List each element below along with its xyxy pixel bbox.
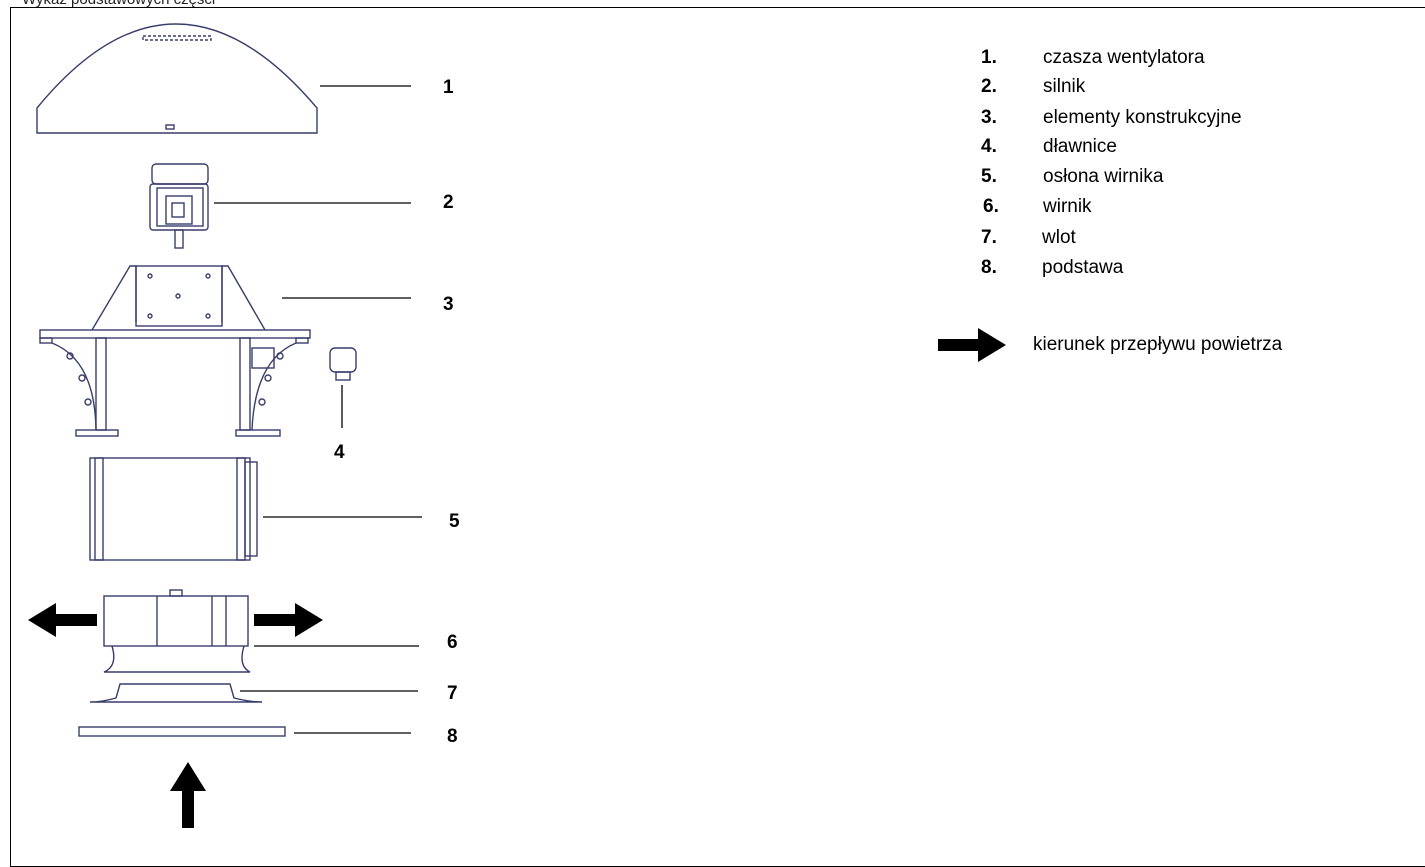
legend-label: wlot [1042,227,1076,248]
legend-num: 4. [981,136,997,157]
legend-num: 1. [981,47,997,68]
legend-num: 8. [981,257,997,278]
legend-label: osłona wirnika [1043,166,1164,187]
legend-label: silnik [1043,76,1086,97]
legend-label: czasza wentylatora [1043,47,1205,68]
inlet-drawing [89,683,263,703]
fan-hood-drawing [36,23,318,134]
legend-label: wirnik [1043,196,1092,217]
callout-2: 2 [443,192,454,213]
arrow-left-icon [28,603,97,637]
motor-drawing [149,163,209,249]
cable-gland-drawing [329,347,357,381]
legend-label: dławnice [1043,136,1117,157]
callout-1: 1 [443,77,454,98]
legend-label: elementy konstrukcyjne [1043,107,1242,128]
callout-5: 5 [449,511,460,532]
impeller-cover-drawing [89,457,258,561]
flow-legend-label: kierunek przepływu powietrza [1033,334,1283,355]
legend-num: 5. [981,166,997,187]
legend-num: 3. [981,107,997,128]
callout-7: 7 [447,683,458,704]
arrow-right-icon [254,603,323,637]
page-caption: Wykaz podstawowych części [22,0,215,8]
arrow-up-icon [170,762,206,828]
callout-8: 8 [447,726,458,747]
callout-3: 3 [443,294,454,315]
callout-4: 4 [334,442,345,463]
legend-num: 7. [981,227,997,248]
callout-6: 6 [447,632,458,653]
base-drawing [78,726,286,737]
frame-drawing [39,265,311,437]
legend-num: 2. [981,76,997,97]
impeller-drawing [103,589,251,673]
legend-label: podstawa [1042,257,1124,278]
legend-num: 6. [983,196,999,217]
flow-legend-arrow-icon [938,328,1006,362]
